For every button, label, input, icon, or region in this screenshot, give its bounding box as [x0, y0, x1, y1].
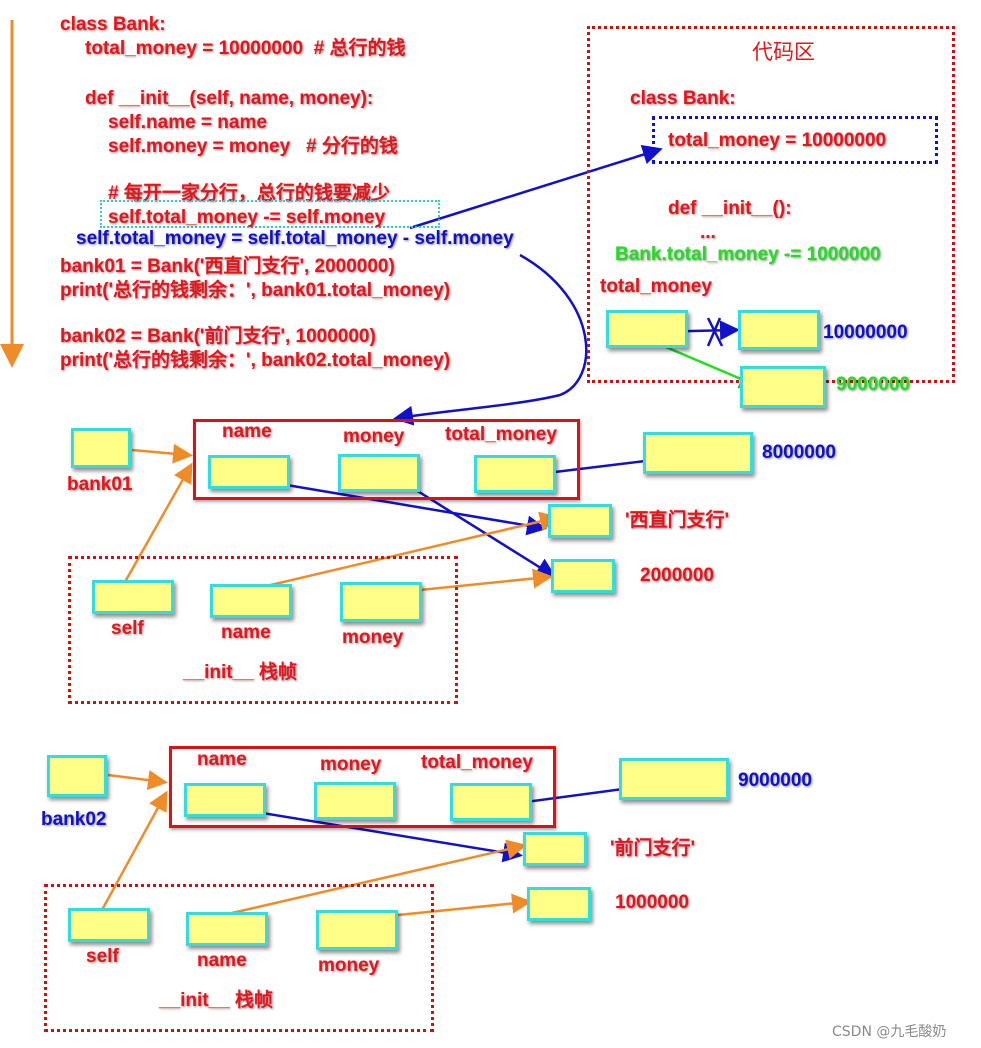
code-area-class: class Bank: — [630, 88, 736, 109]
bank01-init-frame — [68, 556, 458, 704]
bank02-name-value-box — [523, 832, 587, 866]
arrow-frame02-money — [397, 893, 532, 917]
frame01-money-box — [340, 582, 422, 622]
highlight-box — [100, 200, 440, 228]
code-area-total: total_money = 10000000 — [668, 130, 887, 151]
code-line-print02: print('总行的钱剩余：', bank02.total_money) — [60, 350, 451, 371]
bank02-money-label: money — [320, 754, 382, 775]
code-line-print01: print('总行的钱剩余：', bank01.total_money) — [60, 280, 451, 301]
arrow-to-bank01-object — [393, 253, 588, 426]
bank01-money-value-box — [551, 559, 615, 593]
frame02-title: __init__ 栈帧 — [159, 990, 274, 1011]
frame01-self-label: self — [111, 618, 144, 639]
code-line-comment: # 每开一家分行，总行的钱要减少 — [108, 183, 390, 204]
frame02-self-label: self — [86, 946, 119, 967]
new-value-text: 9000000 — [836, 374, 910, 395]
arrow-self01-ref — [123, 462, 193, 583]
bank02-total-label: total_money — [421, 752, 533, 773]
class-attr-box — [652, 116, 938, 164]
bank02-total-slot — [450, 783, 532, 821]
bank02-name-value: '前门支行' — [610, 838, 696, 859]
bank01-name-slot — [208, 455, 290, 489]
bank02-object — [169, 746, 556, 828]
code-area-bank-line: Bank.total_money -= 1000000 — [615, 244, 881, 265]
code-area-ellipsis: ... — [700, 222, 716, 243]
arrow-self02-ref — [100, 790, 168, 911]
bank01-total-value: 8000000 — [762, 442, 836, 463]
code-area-title: 代码区 — [752, 41, 815, 64]
frame01-title: __init__ 栈帧 — [183, 662, 298, 683]
bank02-label: bank02 — [41, 809, 107, 830]
frame01-money-label: money — [342, 627, 404, 648]
frame02-name-label: name — [197, 950, 247, 971]
frame02-self-box — [68, 908, 150, 942]
bank01-name-value: '西直门支行' — [625, 510, 730, 531]
code-line-minus: self.total_money -= self.money — [108, 207, 386, 228]
old-value-box — [738, 310, 820, 350]
bank02-ref-box — [47, 755, 107, 797]
code-line-expanded: self.total_money = self.total_money - se… — [76, 228, 514, 249]
arrow-to-class-total — [409, 144, 663, 230]
code-line-total: total_money = 10000000 # 总行的钱 — [85, 38, 406, 59]
bank02-money-slot — [314, 782, 396, 820]
frame02-name-box — [186, 912, 268, 946]
bank01-total-slot — [474, 455, 556, 493]
bank02-money-value: 1000000 — [615, 892, 689, 913]
bank01-money-label: money — [343, 426, 405, 447]
arrow-bank01-ref — [131, 443, 193, 464]
arrow-frame01-name — [257, 511, 560, 590]
bank01-money-slot — [338, 454, 420, 492]
frame01-name-label: name — [221, 622, 271, 643]
frame02-money-box — [316, 910, 398, 950]
code-line-name: self.name = name — [108, 112, 267, 133]
bank01-total-label: total_money — [445, 424, 557, 445]
arrow-frame02-name — [231, 839, 527, 915]
bank01-ref-box — [71, 428, 131, 468]
bank01-name-label: name — [222, 421, 272, 442]
bank01-name-value-box — [548, 504, 612, 538]
bank02-money-value-box — [527, 887, 591, 921]
frame02-money-label: money — [318, 955, 380, 976]
watermark: CSDN @九毛酸奶 — [832, 1024, 947, 1040]
bank02-init-frame — [44, 884, 434, 1032]
old-value-text: 10000000 — [823, 322, 908, 343]
frame01-name-box — [210, 584, 292, 618]
bank01-label: bank01 — [67, 474, 133, 495]
cross-mark — [706, 317, 724, 347]
code-line-bank02: bank02 = Bank('前门支行', 1000000) — [60, 326, 376, 347]
code-line-money: self.money = money # 分行的钱 — [108, 136, 398, 157]
bank02-total-value-box — [619, 758, 729, 800]
arrow-frame01-money — [419, 568, 553, 592]
code-area-var-label: total_money — [600, 276, 712, 297]
bank02-name-label: name — [197, 749, 247, 770]
arrow-bank02-name — [219, 804, 523, 863]
new-value-box — [740, 366, 826, 408]
frame01-self-box — [92, 580, 174, 614]
arrow-bank01-name — [244, 476, 547, 536]
arrow-bank02-ref — [107, 770, 168, 791]
bank01-money-value: 2000000 — [640, 565, 714, 586]
bank01-total-value-box — [643, 432, 753, 474]
bank01-object — [193, 419, 580, 500]
code-line-class: class Bank: — [60, 14, 166, 35]
bank02-total-value: 9000000 — [738, 770, 812, 791]
code-area-var-box — [606, 310, 688, 348]
code-line-bank01: bank01 = Bank('西直门支行', 2000000) — [60, 256, 395, 277]
bank02-name-slot — [184, 783, 266, 817]
code-area-def: def __init__(): — [668, 198, 792, 219]
code-line-def: def __init__(self, name, money): — [85, 88, 374, 109]
